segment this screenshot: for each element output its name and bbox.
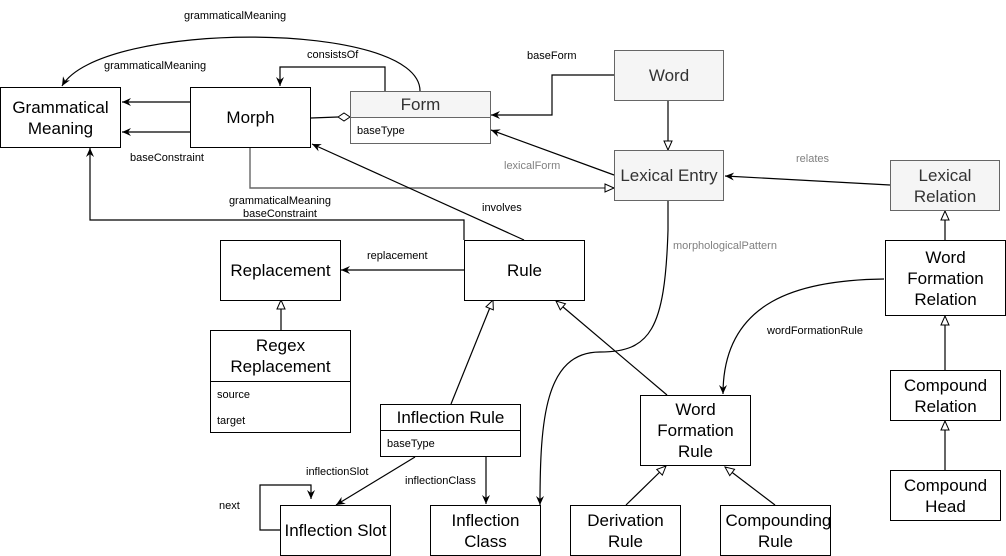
node-morph[interactable]: Morph xyxy=(190,87,311,148)
node-label: Grammatical Meaning xyxy=(12,97,109,138)
label-inflection-class: inflectionClass xyxy=(405,475,476,487)
node-label: Replacement xyxy=(230,261,331,280)
node-label: Lexical Entry xyxy=(620,166,718,185)
class-header: Regex Replacement xyxy=(211,331,350,382)
node-compound-relation[interactable]: Compound Relation xyxy=(890,370,1001,421)
node-label: Morph xyxy=(226,108,275,127)
node-label: Inflection Class xyxy=(451,510,520,551)
edge-morph-lexical-entry xyxy=(249,147,616,193)
edge-lexical-form xyxy=(490,129,615,176)
edge-form-morph-aggregation xyxy=(310,116,339,119)
node-label: Lexical Relation xyxy=(913,165,977,206)
aggregation-diamond-icon xyxy=(337,112,351,122)
edge-involves xyxy=(311,143,525,241)
label-morph-grammatical-meaning: grammaticalMeaning xyxy=(104,60,207,72)
edge-morphological-pattern xyxy=(536,200,669,506)
node-label: Inflection Slot xyxy=(284,521,387,540)
edge-form-grammatical-meaning xyxy=(61,36,421,92)
node-label: Word Formation Rule xyxy=(657,400,734,461)
label-lexical-form: lexicalForm xyxy=(504,160,561,172)
label-relates: relates xyxy=(796,153,830,165)
node-label: Word Formation Relation xyxy=(907,247,984,309)
node-compound-head[interactable]: Compound Head xyxy=(890,470,1001,521)
edge-word-formation-rule-rule xyxy=(555,300,668,396)
node-label: Compound Relation xyxy=(903,375,988,416)
label-inflection-slot: inflectionSlot xyxy=(306,466,369,478)
node-label: Regex Replacement xyxy=(230,336,331,376)
node-label: Inflection Rule xyxy=(396,408,505,427)
node-regex-replacement[interactable]: Regex Replacement source target xyxy=(210,330,351,433)
edge-word-formation-rule xyxy=(719,278,885,395)
edge-next xyxy=(259,484,315,531)
edge-inflection-slot xyxy=(335,456,416,506)
label-line: baseConstraint xyxy=(243,208,317,220)
edge-rule-grammatical-meaning xyxy=(86,148,465,240)
node-inflection-class[interactable]: Inflection Class xyxy=(430,505,541,556)
class-attribute: target xyxy=(217,415,246,427)
label-rule-grammatical-meaning: grammaticalMeaning baseConstraint xyxy=(224,195,336,221)
edge-consists-of xyxy=(276,66,386,91)
label-next: next xyxy=(219,500,240,512)
label-base-form: baseForm xyxy=(527,50,577,62)
node-label: Derivation Rule xyxy=(587,510,664,551)
label-consists-of: consistsOf xyxy=(307,49,359,61)
node-label: Compounding Rule xyxy=(725,510,832,551)
edge-inflection-rule-rule xyxy=(450,298,494,405)
class-attribute: baseType xyxy=(387,438,435,450)
node-replacement[interactable]: Replacement xyxy=(220,240,341,301)
node-label: Word xyxy=(648,66,690,85)
node-compounding-rule[interactable]: Compounding Rule xyxy=(720,505,831,556)
node-rule[interactable]: Rule xyxy=(464,240,585,301)
label-word-formation-rule: wordFormationRule xyxy=(767,325,863,337)
node-inflection-slot[interactable]: Inflection Slot xyxy=(280,505,391,556)
node-word-formation-rule[interactable]: Word Formation Rule xyxy=(640,395,751,466)
node-lexical-entry[interactable]: Lexical Entry xyxy=(614,150,724,201)
node-word[interactable]: Word xyxy=(614,50,724,101)
node-word-formation-relation[interactable]: Word Formation Relation xyxy=(885,240,1006,316)
label-base-constraint: baseConstraint xyxy=(130,152,204,164)
label-form-grammatical-meaning: grammaticalMeaning xyxy=(184,10,287,22)
node-label: Compound Head xyxy=(903,475,988,516)
label-morphological-pattern: morphologicalPattern xyxy=(673,240,777,252)
node-lexical-relation[interactable]: Lexical Relation xyxy=(890,160,1000,211)
class-attribute: source xyxy=(217,389,251,401)
class-header: Inflection Rule xyxy=(381,405,520,431)
class-header: Form xyxy=(351,92,490,118)
node-form[interactable]: Form baseType xyxy=(350,91,491,144)
node-label: Rule xyxy=(507,261,542,280)
edge-derivation-wfr xyxy=(625,465,667,506)
node-inflection-rule[interactable]: Inflection Rule baseType xyxy=(380,404,521,457)
class-attribute: baseType xyxy=(357,125,405,137)
node-derivation-rule[interactable]: Derivation Rule xyxy=(570,505,681,556)
label-replacement: replacement xyxy=(367,250,428,262)
label-involves: involves xyxy=(482,202,522,214)
edge-base-form xyxy=(491,74,614,119)
edge-compounding-wfr xyxy=(724,466,776,506)
node-grammatical-meaning[interactable]: Grammatical Meaning xyxy=(0,87,121,148)
node-label: Form xyxy=(400,95,441,114)
label-line: grammaticalMeaning xyxy=(228,195,332,207)
edge-relates xyxy=(724,172,891,186)
